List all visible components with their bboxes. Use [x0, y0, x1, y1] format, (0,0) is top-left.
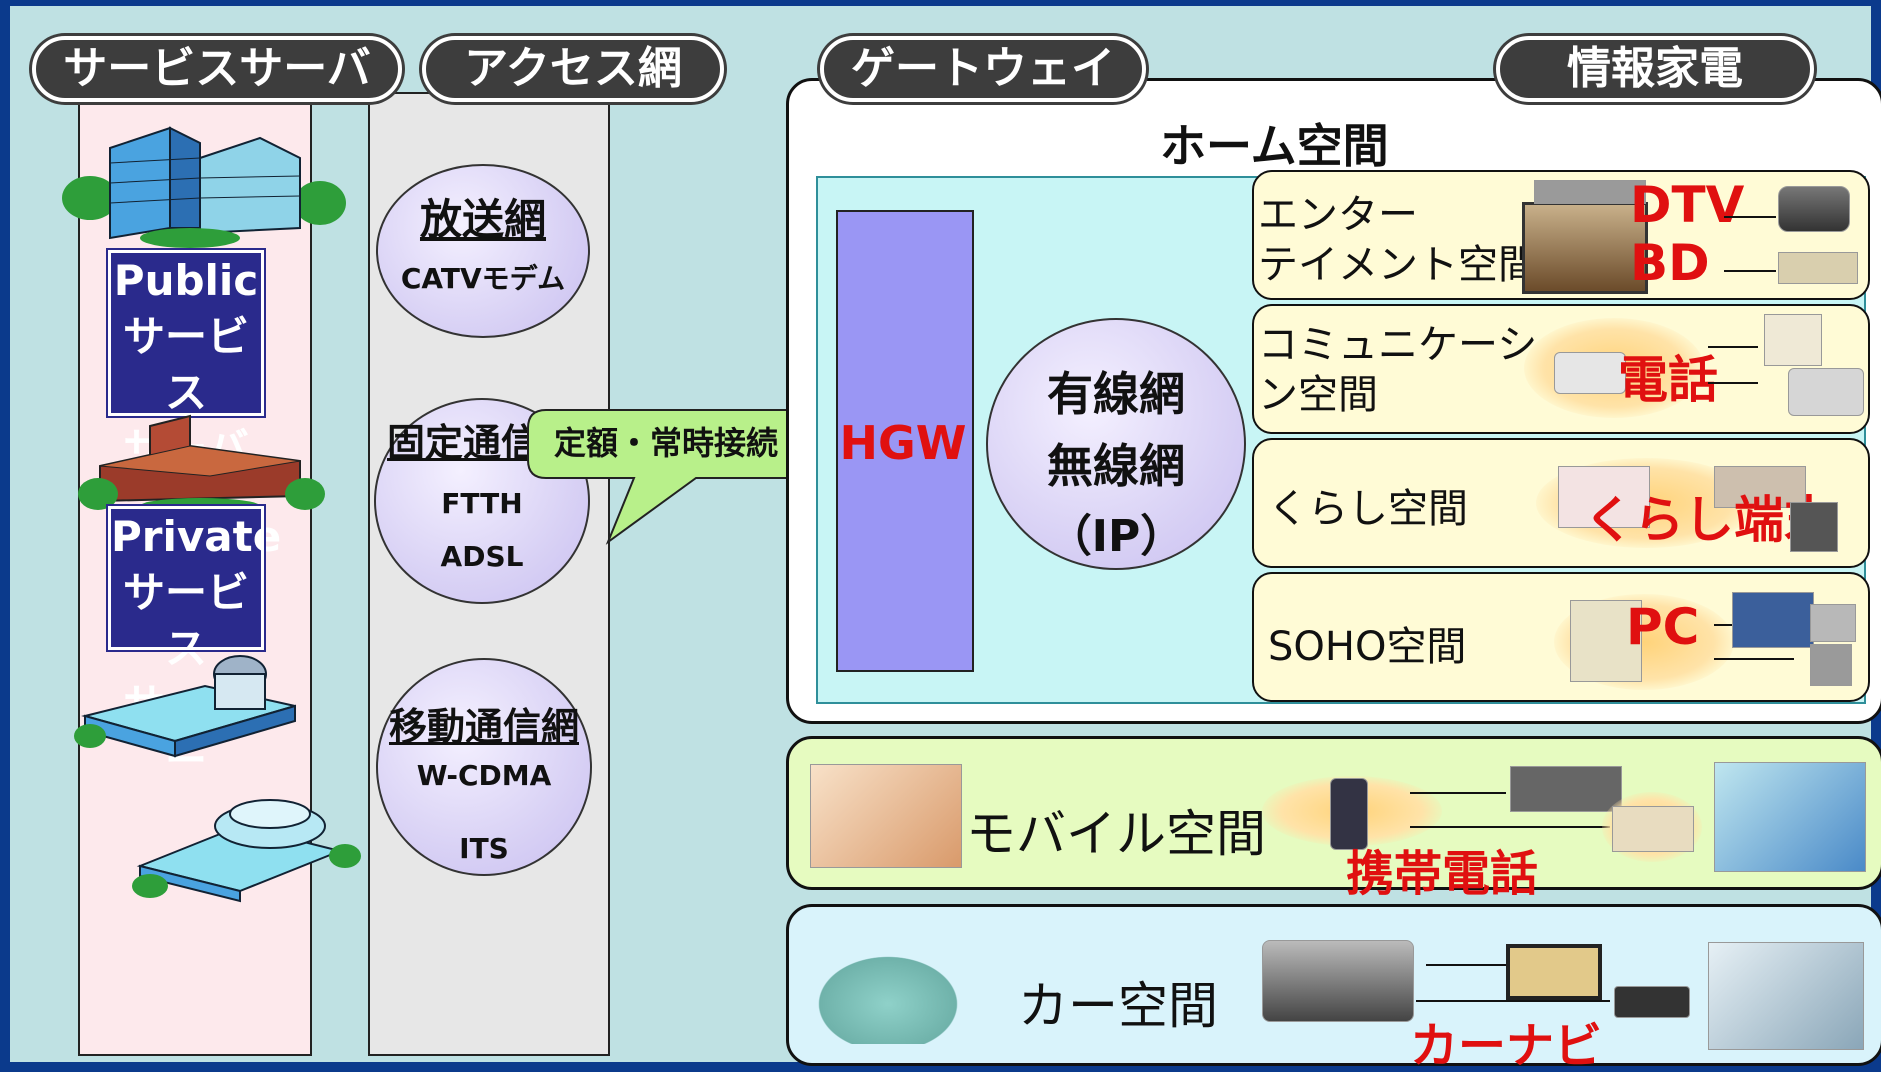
mobile-network-title: 移動通信網	[388, 705, 579, 749]
phone-connector-1	[1708, 346, 1758, 348]
hgw-label: HGW	[839, 416, 967, 470]
car-navigation-label: カーナビ	[1410, 1018, 1603, 1074]
hgw-box	[836, 210, 974, 672]
etc-device-icon	[1614, 986, 1690, 1018]
mobile-space-label: モバイル空間	[966, 805, 1266, 863]
public-label: Public	[113, 256, 259, 305]
intercom-icon	[1764, 314, 1822, 366]
car-connector-2	[1416, 1000, 1610, 1002]
entertainment-label-2: テイメント空間	[1258, 242, 1538, 288]
driver-image	[1708, 942, 1864, 1050]
gateway-header: ゲートウェイ	[820, 36, 1146, 102]
info-appliances-header: 情報家電	[1496, 36, 1814, 102]
dome-building-icon	[132, 799, 361, 903]
rice-cooker-icon	[1790, 502, 1838, 552]
home-space-title: ホーム空間	[1160, 119, 1389, 173]
desktop-pc-icon	[1570, 600, 1642, 682]
phone-label: 電話	[1618, 351, 1718, 409]
video-camera-icon	[1778, 186, 1850, 232]
phone-connector-2	[1708, 382, 1758, 384]
observatory-building-icon	[74, 655, 296, 758]
home-appliance-icon	[1714, 466, 1806, 508]
printer-icon	[1810, 604, 1856, 642]
pc-connector-2	[1714, 658, 1794, 660]
car-connector-1	[1426, 964, 1512, 966]
flat-rate-callout-text: 定額・常時接続	[553, 424, 778, 462]
mobile-network-circle: 移動通信網 W-CDMA ITS	[376, 658, 592, 876]
service-server-header: サービスサーバ	[32, 36, 402, 102]
person-calling-image	[810, 764, 962, 868]
diagram-background: Public サービス サーバー Private サービス サーバー 放送網 C	[10, 6, 1881, 1074]
hard-drive-icon	[1810, 644, 1852, 686]
car-audio-icon	[1262, 940, 1414, 1022]
mobile-network-item-wcdma: W-CDMA	[416, 759, 552, 792]
home-ip-network-circle: 有線網 無線網 （IP）	[986, 318, 1246, 570]
desk-phone-icon	[1554, 352, 1626, 394]
car-space-label: カー空間	[1018, 977, 1218, 1035]
dtv-connector	[1724, 216, 1776, 218]
dtv-label: DTV	[1630, 176, 1745, 234]
communication-label-1: コミュニケーショ	[1258, 322, 1538, 368]
bd-label: BD	[1630, 234, 1710, 292]
fax-machine-icon	[1788, 368, 1864, 416]
bd-recorder-icon	[1778, 252, 1858, 284]
broadcast-network-circle: 放送網 CATVモデム	[376, 164, 590, 338]
private-service-label: サービス	[122, 568, 249, 673]
entertainment-label-1: エンター	[1258, 192, 1418, 238]
entertainment-space: エンター テイメント空間 DTV BD	[1252, 170, 1870, 300]
tv-icon	[1522, 202, 1648, 294]
dvd-player-icon	[1534, 180, 1646, 204]
communication-label-2: ン空間	[1258, 372, 1378, 418]
broadcast-network-item: CATVモデム	[400, 262, 566, 295]
living-terminal-icon	[1558, 466, 1650, 528]
factory-building-icon	[78, 414, 325, 514]
person-with-device-image	[1714, 762, 1866, 872]
mobile-phone-icon	[1330, 778, 1368, 850]
mobile-network-item-its: ITS	[459, 832, 509, 865]
access-network-header: アクセス網	[422, 36, 724, 102]
pda-icon	[1612, 806, 1694, 852]
ip-label: （IP）	[1047, 511, 1185, 562]
communication-space: コミュニケーショ ン空間 電話	[1252, 304, 1870, 434]
living-label: くらし空間	[1268, 486, 1468, 532]
office-buildings-icon	[62, 126, 346, 248]
car-navigation-screen-icon	[1506, 944, 1602, 1000]
mobile-phone-label: 携帯電話	[1346, 846, 1539, 902]
mobile-connector-1	[1410, 792, 1506, 794]
private-label: Private	[111, 512, 282, 561]
fixed-network-item-adsl: ADSL	[440, 540, 524, 573]
bd-connector	[1724, 270, 1776, 272]
public-service-label: サービス	[122, 312, 249, 417]
fixed-network-item-ftth: FTTH	[441, 487, 523, 520]
mobile-device-icon	[1510, 766, 1622, 812]
car-image	[800, 944, 976, 1044]
soho-label: SOHO空間	[1268, 624, 1467, 670]
private-service-server-box: Private サービス サーバー	[106, 504, 282, 785]
pc-label: PC	[1626, 598, 1700, 656]
laptop-icon	[1732, 592, 1814, 648]
soho-space: SOHO空間 PC	[1252, 572, 1870, 702]
wired-network-label: 有線網	[1047, 367, 1185, 421]
mobile-connector-2	[1410, 826, 1610, 828]
living-space: くらし空間 くらし端末	[1252, 438, 1870, 568]
public-service-server-box: Public サービス サーバー	[106, 248, 266, 529]
wireless-network-label: 無線網	[1047, 439, 1185, 493]
broadcast-network-title: 放送網	[419, 195, 546, 244]
